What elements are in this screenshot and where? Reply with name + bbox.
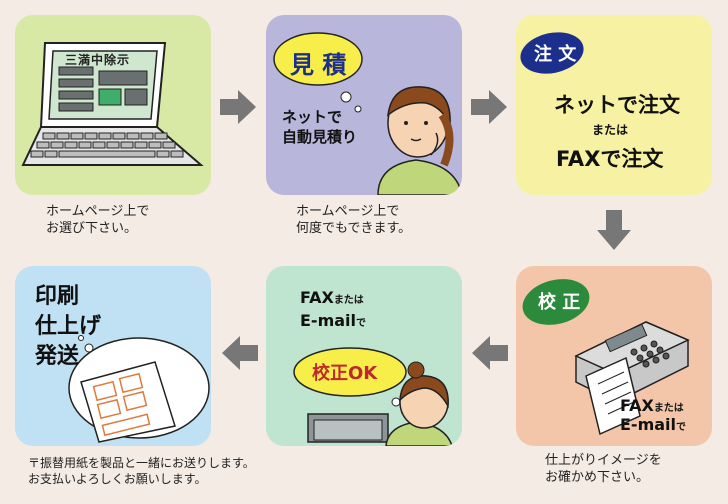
arrow-right-icon — [220, 90, 256, 124]
order-line3: FAXで注文 — [556, 147, 664, 171]
estimate-text-line: 自動見積り — [282, 128, 358, 146]
estimate-caption-line: ホームページ上で — [296, 204, 400, 219]
thinking-person-illustration — [273, 32, 462, 195]
approval-illustration — [293, 347, 453, 446]
approval-fax: FAX — [300, 288, 334, 307]
arrow-right-icon — [471, 90, 507, 124]
estimate-text-line: ネットで — [282, 108, 343, 126]
laptop-illustration — [21, 42, 204, 166]
delivery-text: 印刷 仕上げ 発送 — [35, 282, 101, 372]
order-badge-label: 注 文 — [534, 44, 577, 65]
order-badge-shape — [520, 32, 584, 74]
estimate-caption: ホームページ上で 何度でもできます。 — [296, 203, 411, 237]
step-estimate-panel: 見 積 ネットで 自動見積り — [266, 15, 462, 195]
arrow-left-icon — [472, 336, 508, 370]
approval-email: E-mail — [300, 311, 357, 330]
estimate-bubble-label: 見 積 — [290, 51, 347, 79]
proof-caption: 仕上がりイメージを お確かめ下さい。 — [545, 452, 662, 486]
proof-email: E-mail — [620, 415, 677, 434]
proof-method: FAXまたは E-mailで — [620, 396, 686, 434]
step-proof-panel: 校 正 FAXまたは E-mailで — [516, 266, 712, 446]
step-approval-panel: FAXまたは E-mailで 校正OK — [266, 266, 462, 446]
homepage-caption: ホームページ上で お選び下さい。 — [46, 203, 149, 237]
order-line1: ネットで注文 — [554, 93, 680, 117]
step-homepage-panel: 三満中除示 — [15, 15, 211, 195]
delivery-caption-line: お支払いよろしくお願いします。 — [28, 472, 207, 486]
estimate-caption-line: 何度でもできます。 — [296, 221, 412, 236]
delivery-text-line: 仕上げ — [35, 314, 102, 339]
arrow-down-icon — [597, 210, 631, 250]
step-delivery-panel: 印刷 仕上げ 発送 — [15, 266, 211, 446]
approval-bubble-label: 校正OK — [312, 363, 378, 384]
order-line2: または — [592, 123, 629, 137]
delivery-text-line: 発送 — [35, 344, 80, 369]
fax-machine-illustration — [522, 279, 690, 436]
delivery-text-line: 印刷 — [35, 284, 80, 309]
proof-de: で — [676, 422, 687, 433]
estimate-text: ネットで 自動見積り — [282, 107, 357, 147]
approval-method: FAXまたは E-mailで — [300, 288, 366, 334]
step-order-panel: 注 文 ネットで注文 または FAXで注文 — [516, 15, 712, 195]
delivery-document-illustration — [68, 335, 210, 443]
arrow-left-icon — [222, 336, 258, 370]
delivery-caption: 〒振替用紙を製品と一緒にお送りします。 お支払いよろしくお願いします。 — [28, 455, 255, 487]
homepage-caption-line: ホームページ上で — [46, 204, 150, 219]
homepage-screen-title: 三満中除示 — [65, 53, 131, 67]
approval-de: で — [356, 318, 367, 329]
proof-badge-label: 校 正 — [538, 292, 581, 313]
proof-fax: FAX — [620, 396, 654, 415]
proof-mataha: または — [653, 403, 684, 414]
proof-caption-line: お確かめ下さい。 — [545, 470, 650, 485]
approval-mataha: または — [333, 295, 364, 306]
proof-caption-line: 仕上がりイメージを — [545, 453, 662, 468]
homepage-caption-line: お選び下さい。 — [46, 221, 138, 236]
delivery-caption-line: 〒振替用紙を製品と一緒にお送りします。 — [28, 456, 255, 470]
